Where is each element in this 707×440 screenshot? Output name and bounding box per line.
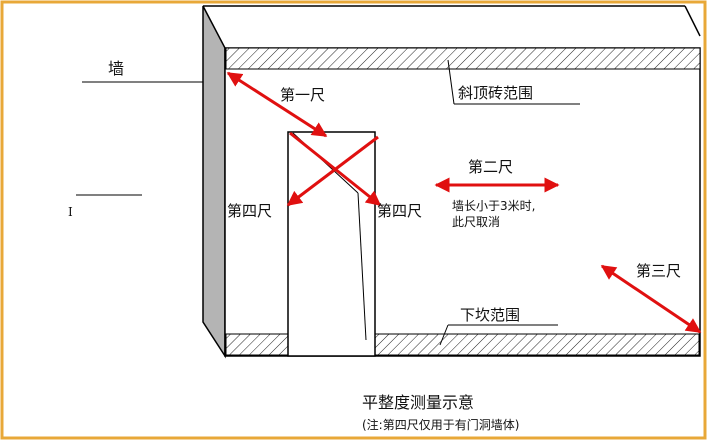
bottom-zone-label: 下坎范围: [460, 306, 520, 324]
caption-note: (注:第四尺仅用于有门洞墙体): [362, 417, 519, 432]
wall-top-slope: [684, 5, 701, 37]
left-mark: I: [68, 205, 73, 219]
caption-title: 平整度测量示意: [362, 393, 474, 412]
wall-label: 墙: [108, 59, 124, 78]
sloped-zone-leader: [447, 59, 455, 105]
ruler-4-arrow-b: [286, 135, 379, 207]
ruler-3-arrow: [600, 264, 702, 334]
ruler-4-left-label: 第四尺: [227, 202, 272, 220]
ruler-3-label: 第三尺: [636, 262, 681, 280]
ruler-2-note-line1: 墙长小于3米时,: [452, 199, 535, 213]
sill-band-right: [374, 333, 700, 356]
wall-side-face: [202, 5, 226, 359]
sill-zone-leader: [439, 324, 449, 346]
ruler-2-note-line2: 此尺取消: [452, 215, 500, 229]
ruler-1-label: 第一尺: [280, 86, 325, 104]
door-leaf-edge-2: [357, 192, 367, 341]
ruler-2-label: 第二尺: [468, 158, 513, 176]
sill-band-left: [225, 333, 289, 356]
sloped-brick-band: [225, 47, 701, 70]
ruler-1-arrow: [226, 71, 328, 138]
sloped-brick-zone-label: 斜顶砖范围: [458, 84, 533, 102]
ruler-4-right-label: 第四尺: [377, 202, 422, 220]
